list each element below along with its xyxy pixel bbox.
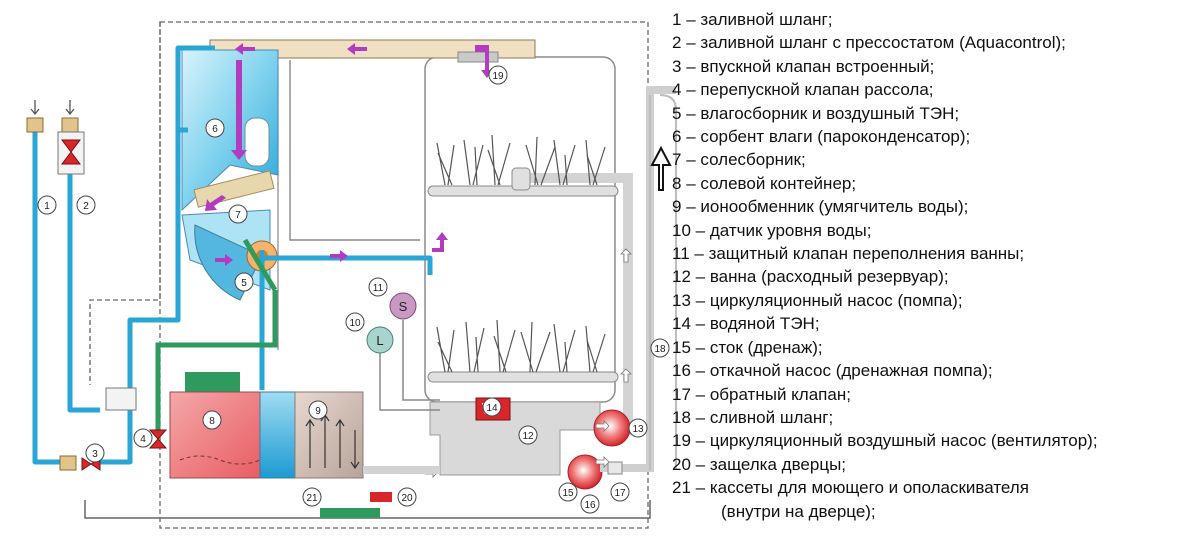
callout-9: 9 [315, 406, 321, 417]
hose-2-fitting [61, 117, 79, 133]
callout-17: 17 [614, 488, 626, 499]
hose-2-arrow [65, 100, 75, 116]
callout-3: 3 [92, 449, 98, 460]
brine-pipe-2 [242, 238, 278, 292]
lower-spray-arm [427, 371, 619, 383]
valve-3-body [59, 455, 77, 471]
callout-21: 21 [306, 493, 318, 504]
callout-15: 15 [562, 488, 574, 499]
callout-14: 14 [486, 403, 498, 414]
sensor-s-line [402, 320, 440, 401]
callout-2: 2 [83, 201, 89, 212]
legend-item: 5 – влагосборник и воздушный ТЭН; [672, 103, 960, 123]
callout-7: 7 [235, 210, 241, 221]
upper-spray-jets [436, 134, 606, 186]
wash-tub [424, 56, 616, 403]
callout-8: 8 [209, 416, 215, 427]
salt-container-8 [169, 391, 261, 479]
safety-sensor-letter: S [399, 299, 408, 314]
safety-sensor-11 [389, 292, 417, 320]
air-return-pipe [289, 60, 420, 241]
callout-20: 20 [401, 493, 413, 504]
callout-18: 18 [654, 344, 666, 355]
legend-item: 15 – сток (дренаж); [672, 337, 823, 357]
left-recess-frame [89, 22, 161, 385]
aquacontrol-valve [61, 139, 81, 165]
component-legend: 1 – заливной шланг; 2 – заливной шланг с… [672, 8, 1196, 523]
air-flow-arrows [205, 43, 493, 266]
legend-item: 12 – ванна (расходный резервуар); [672, 267, 949, 287]
legend-item: 20 – защелка дверцы; [672, 454, 847, 474]
outlet-arrow [650, 145, 672, 191]
callouts [37, 65, 670, 514]
level-sensor-letter: L [376, 333, 383, 348]
legend-item: 8 – солевой контейнер; [672, 173, 857, 193]
legend-item: 13 – циркуляционный насос (помпа); [672, 290, 963, 310]
callout-1: 1 [44, 201, 50, 212]
legend-item: 11 – защитный клапан переполнения ванны; [672, 244, 1025, 264]
brine-pipe [155, 290, 278, 430]
condenser-6 [181, 49, 279, 212]
ion-water-column [259, 391, 296, 479]
callout-13: 13 [632, 424, 644, 435]
vent-connection [457, 51, 499, 63]
level-sensor-10 [366, 326, 394, 354]
hose-1-fitting [26, 117, 44, 133]
callout-numbers: 1 2 3 4 5 6 7 8 9 10 11 12 13 14 15 16 1… [44, 71, 666, 511]
salt-container-cap [185, 372, 240, 394]
legend-item: 3 – впускной клапан встроенный; [672, 56, 935, 76]
callout-5: 5 [241, 278, 247, 289]
legend-item: 6 – сорбент влаги (пароконденсатор); [672, 127, 971, 147]
legend-item: 4 – перепускной клапан рассола; [672, 80, 934, 100]
salt-trap-7-plate [193, 170, 275, 208]
pressostat-box [105, 387, 137, 411]
callout-10: 10 [349, 318, 361, 329]
sump-12 [429, 401, 601, 476]
legend-item: 14 – водяной ТЭН; [672, 314, 820, 334]
cassette-21 [320, 508, 380, 518]
legend-item: 21 – кассеты для моющего и ополаскивател… [672, 478, 1029, 498]
callout-16: 16 [584, 500, 596, 511]
brine-valve-4 [148, 429, 168, 449]
callout-11: 11 [373, 283, 384, 294]
callout-19: 19 [492, 71, 504, 82]
legend-item: 7 – солесборник; [672, 150, 806, 170]
callout-6: 6 [212, 124, 218, 135]
water-pipes [32, 45, 433, 465]
door-latch-20 [370, 492, 392, 502]
legend-item: 19 – циркуляционный воздушный насос (вен… [672, 431, 1098, 451]
condenser-window [244, 117, 270, 167]
legend-item: 16 – откачной насос (дренажная помпа); [672, 361, 993, 381]
lower-spray-jets [436, 319, 606, 373]
legend-continuation: (внутри на дверце); [721, 501, 876, 521]
dishwasher-diagram: L S 1 2 3 4 5 6 7 8 9 10 [26, 21, 677, 529]
legend-item: 1 – заливной шланг; [672, 10, 833, 29]
legend-item: 9 – ионообменник (умягчитель воды); [672, 197, 969, 217]
legend-item: 18 – сливной шланг; [672, 407, 834, 427]
legend-item: 17 – обратный клапан; [672, 384, 851, 404]
sensor-l-line [379, 350, 440, 411]
check-valve-17 [607, 461, 623, 475]
callout-4: 4 [140, 434, 146, 445]
callout-12: 12 [522, 431, 534, 442]
legend-item: 2 – заливной шланг с прессостатом (Aquac… [672, 33, 1066, 53]
hose-return [659, 94, 677, 470]
upper-arm-support [511, 167, 531, 191]
legend-item: 10 – датчик уровня воды; [672, 220, 872, 240]
circulation-duct [515, 173, 633, 435]
hose-1-arrow [30, 100, 40, 116]
